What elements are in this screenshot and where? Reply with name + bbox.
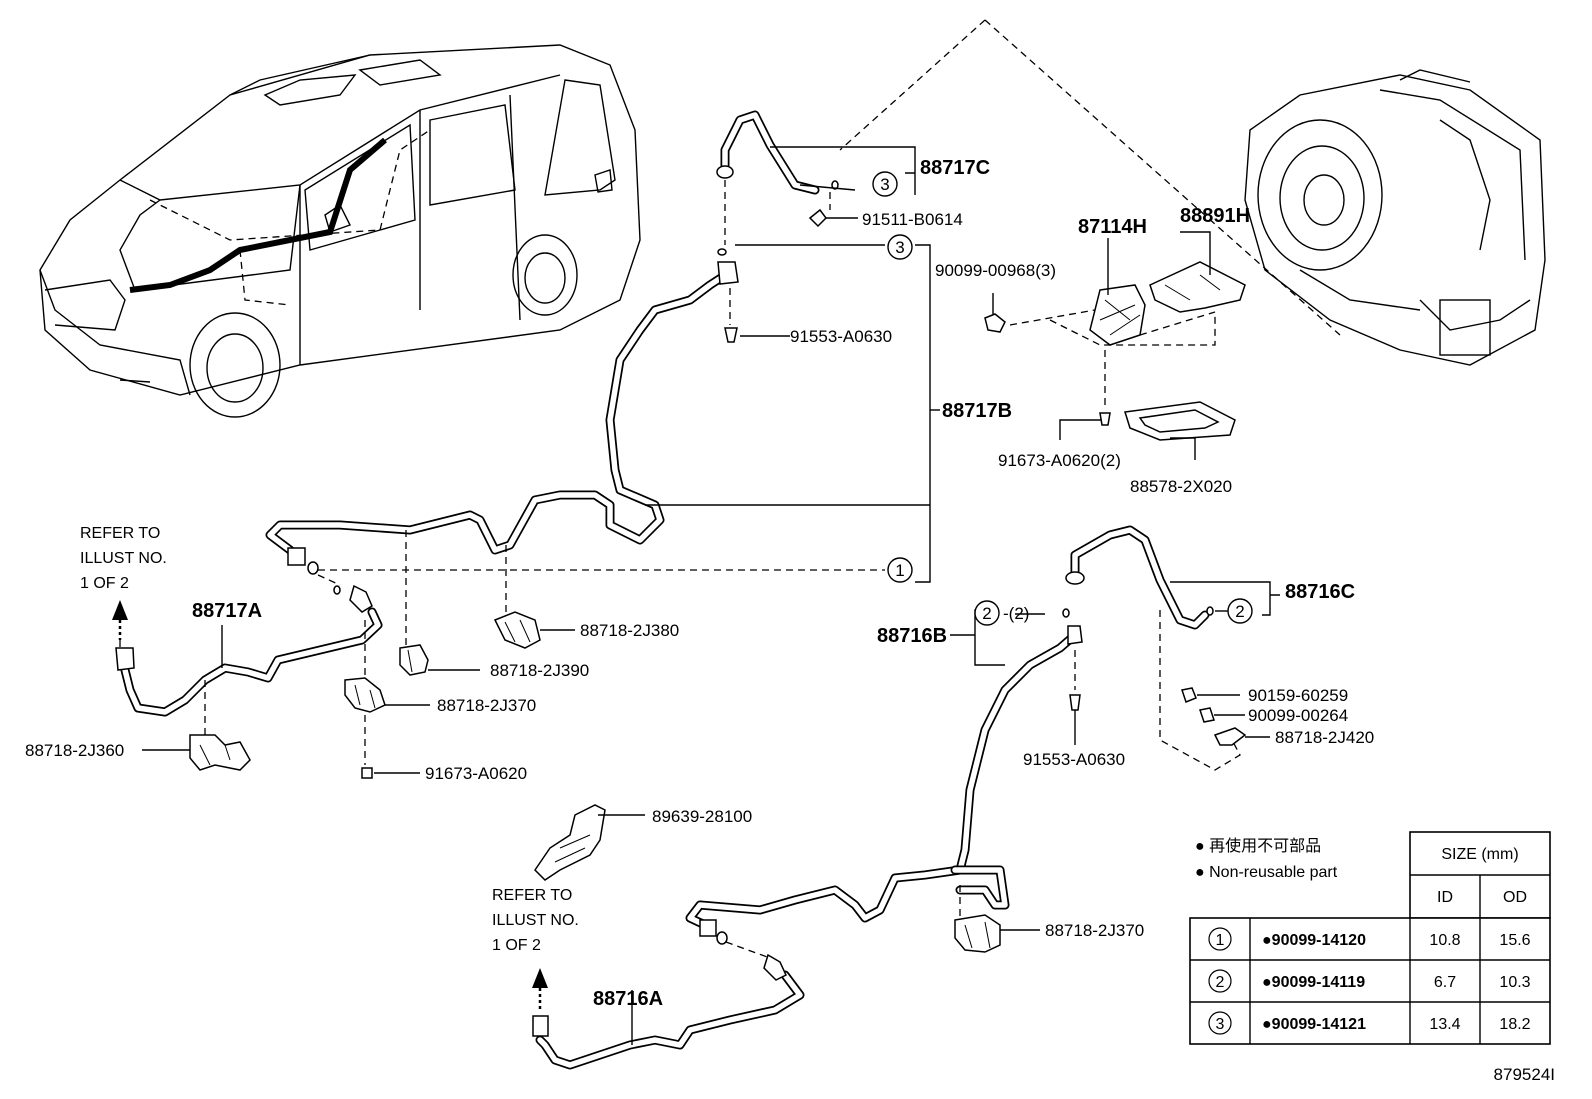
refer-note-left-line3: 1 OF 2 <box>80 575 129 592</box>
circle-ref-3-top: 3 <box>872 171 898 197</box>
legend-row-3: 3 ●90099-14121 13.4 18.2 <box>1208 1011 1531 1035</box>
hvac-unit-illustration <box>1244 69 1546 366</box>
svg-text:3: 3 <box>880 175 889 194</box>
svg-text:13.4: 13.4 <box>1429 1016 1460 1033</box>
refer-note-left-line1: REFER TO <box>80 525 160 542</box>
svg-text:1: 1 <box>895 561 904 580</box>
clamp-88718-2J380 <box>493 611 541 649</box>
label-88578-2X020[interactable]: 88578-2X020 <box>1130 477 1232 496</box>
legend-size-header: SIZE (mm) <box>1441 846 1518 863</box>
svg-text:10.8: 10.8 <box>1429 932 1460 949</box>
svg-text:10.3: 10.3 <box>1499 974 1530 991</box>
svg-text:18.2: 18.2 <box>1499 1016 1530 1033</box>
label-91553-A0630-top[interactable]: 91553-A0630 <box>790 327 892 346</box>
svg-text:2: 2 <box>1216 974 1225 991</box>
legend-row-1-part: ●90099-14120 <box>1262 932 1366 949</box>
circle-ref-3-mid: 3 <box>887 234 913 260</box>
svg-text:3: 3 <box>895 238 904 257</box>
part-88891H <box>1149 261 1246 313</box>
clamp-88718-2J370-bottom <box>954 914 1001 953</box>
svg-text:3: 3 <box>1216 1016 1225 1033</box>
legend-en-label: ● Non-reusable part <box>1195 864 1338 881</box>
pipe-88717C <box>716 110 839 195</box>
svg-text:2: 2 <box>982 604 991 623</box>
svg-text:6.7: 6.7 <box>1434 974 1456 991</box>
label-88718-2J380[interactable]: 88718-2J380 <box>580 621 679 640</box>
svg-text:15.6: 15.6 <box>1499 932 1530 949</box>
clamp-88718-2J390 <box>399 644 429 676</box>
label-91673-A0620-2[interactable]: 91673-A0620(2) <box>998 451 1121 470</box>
label-88716A[interactable]: 88716A <box>593 988 663 1010</box>
pipe-88717B <box>265 261 739 575</box>
legend-od-header: OD <box>1503 889 1527 906</box>
label-88718-2J390[interactable]: 88718-2J390 <box>490 661 589 680</box>
label-88891H[interactable]: 88891H <box>1180 205 1250 227</box>
label-90159-60259[interactable]: 90159-60259 <box>1248 686 1348 705</box>
label-88717C[interactable]: 88717C <box>920 157 990 179</box>
label-88718-2J370-bottom[interactable]: 88718-2J370 <box>1045 921 1144 940</box>
legend-row-2-part: ●90099-14119 <box>1262 974 1365 991</box>
legend-row-3-part: ●90099-14121 <box>1262 1016 1366 1033</box>
label-88716C[interactable]: 88716C <box>1285 581 1355 603</box>
legend-jp-label: ● 再使用不可部品 <box>1195 837 1321 855</box>
label-88717A[interactable]: 88717A <box>192 600 262 622</box>
label-90099-00264[interactable]: 90099-00264 <box>1248 706 1348 725</box>
legend: ● 再使用不可部品 ● Non-reusable part SIZE (mm) … <box>1189 831 1551 1045</box>
label-qty-2: -(2) <box>1003 604 1029 623</box>
pipe-88716C <box>1065 525 1214 630</box>
svg-text:2: 2 <box>1235 602 1244 621</box>
pipe-88716A <box>532 953 805 1070</box>
clamp-88718-2J370-left <box>344 677 386 713</box>
label-89639-28100[interactable]: 89639-28100 <box>652 807 752 826</box>
illustration-number: 879524I <box>1494 1065 1555 1084</box>
pipe-88717A <box>115 584 383 717</box>
circle-ref-2-left: 2 <box>974 600 1000 626</box>
label-88717B[interactable]: 88717B <box>942 400 1012 422</box>
label-87114H[interactable]: 87114H <box>1078 216 1147 238</box>
refer-note-bottom-line3: 1 OF 2 <box>492 937 541 954</box>
clamp-88718-2J360 <box>189 734 251 771</box>
circle-ref-1: 1 <box>887 557 913 583</box>
part-87114H <box>1089 284 1146 346</box>
refer-note-bottom-line2: ILLUST NO. <box>492 912 579 929</box>
vehicle-illustration <box>39 44 641 418</box>
circle-ref-2-right: 2 <box>1227 598 1253 624</box>
refer-note-left-line2: ILLUST NO. <box>80 550 167 567</box>
svg-text:1: 1 <box>1216 932 1225 949</box>
label-88716B[interactable]: 88716B <box>877 625 947 647</box>
legend-row-2: 2 ●90099-14119 6.7 10.3 <box>1208 969 1531 993</box>
label-88718-2J360[interactable]: 88718-2J360 <box>25 741 124 760</box>
label-88718-2J420[interactable]: 88718-2J420 <box>1275 728 1374 747</box>
refer-note-bottom-line1: REFER TO <box>492 887 572 904</box>
legend-row-1: 1 ●90099-14120 10.8 15.6 <box>1208 927 1531 951</box>
pipe-88716B <box>685 625 1083 945</box>
label-91553-A0630-bottom[interactable]: 91553-A0630 <box>1023 750 1125 769</box>
label-91673-A0620[interactable]: 91673-A0620 <box>425 764 527 783</box>
label-91511-B0614[interactable]: 91511-B0614 <box>862 210 963 229</box>
label-90099-00968[interactable]: 90099-00968(3) <box>935 261 1056 280</box>
legend-id-header: ID <box>1437 889 1453 906</box>
part-88578-2X020 <box>1124 401 1236 441</box>
label-88718-2J370-left[interactable]: 88718-2J370 <box>437 696 536 715</box>
part-89639-28100 <box>534 804 606 881</box>
